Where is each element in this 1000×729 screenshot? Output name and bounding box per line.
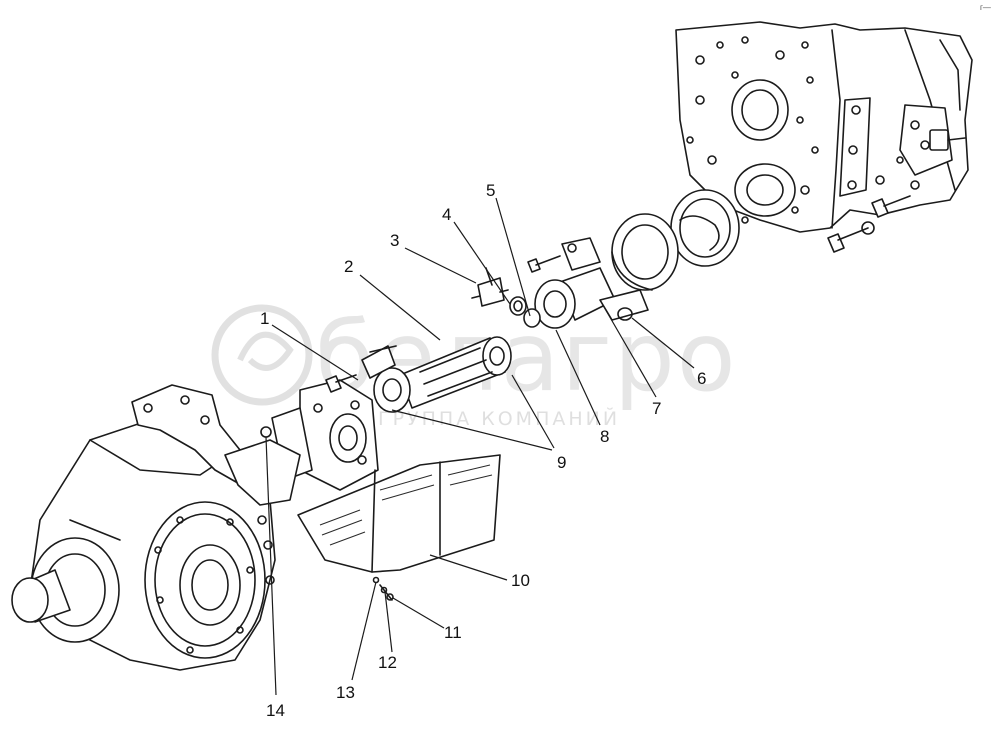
- leader-12: [384, 591, 393, 653]
- leader-7: [599, 299, 657, 398]
- callout-labels: 1 2 3 4 5 6 7 8 9 10 11 12 13 14: [260, 181, 706, 720]
- leader-5: [495, 197, 531, 317]
- leader-3: [404, 247, 477, 284]
- part-4-bearing-cup: [509, 296, 527, 316]
- leader-11: [392, 597, 445, 629]
- housing-bolts: [827, 195, 911, 253]
- part-13-nut: [372, 576, 380, 584]
- callout-2: 2: [344, 257, 353, 276]
- corner-mark: г—: [980, 3, 991, 12]
- callout-6: 6: [697, 369, 706, 388]
- watermark-subtitle: ГРУППА КОМПАНИЙ: [378, 407, 620, 430]
- callout-3: 3: [390, 231, 399, 250]
- part-2-cardan-shaft: [361, 336, 512, 413]
- callout-5: 5: [486, 181, 495, 200]
- leader-1: [271, 324, 359, 381]
- callout-8: 8: [600, 427, 609, 446]
- callout-14: 14: [266, 701, 285, 720]
- leader-13: [351, 581, 377, 681]
- watermark-logo-swirl: [237, 331, 294, 371]
- leader-6: [631, 317, 695, 369]
- part-6-spring-ring: [611, 189, 740, 291]
- main-drive-housing: [11, 384, 301, 671]
- part-10-guard: [297, 454, 501, 573]
- watermark-logo-ring: [211, 304, 313, 406]
- leader-4: [453, 221, 511, 305]
- leader-2: [359, 274, 441, 341]
- callout-12: 12: [378, 653, 397, 672]
- callout-9: 9: [557, 453, 566, 472]
- transmission-housing: [675, 21, 973, 233]
- leader-lines: [265, 197, 695, 696]
- callout-1: 1: [260, 309, 269, 328]
- callout-7: 7: [652, 399, 661, 418]
- part-5-seal: [523, 308, 541, 328]
- leader-8: [555, 329, 601, 426]
- callout-4: 4: [442, 205, 451, 224]
- callout-11: 11: [444, 623, 462, 642]
- leader-10: [429, 554, 508, 581]
- leader-9b: [511, 374, 555, 449]
- callout-10: 10: [511, 571, 530, 590]
- callout-13: 13: [336, 683, 355, 702]
- leader-14: [265, 436, 277, 696]
- part-12-washer: [380, 586, 388, 594]
- leader-9a: [391, 409, 553, 451]
